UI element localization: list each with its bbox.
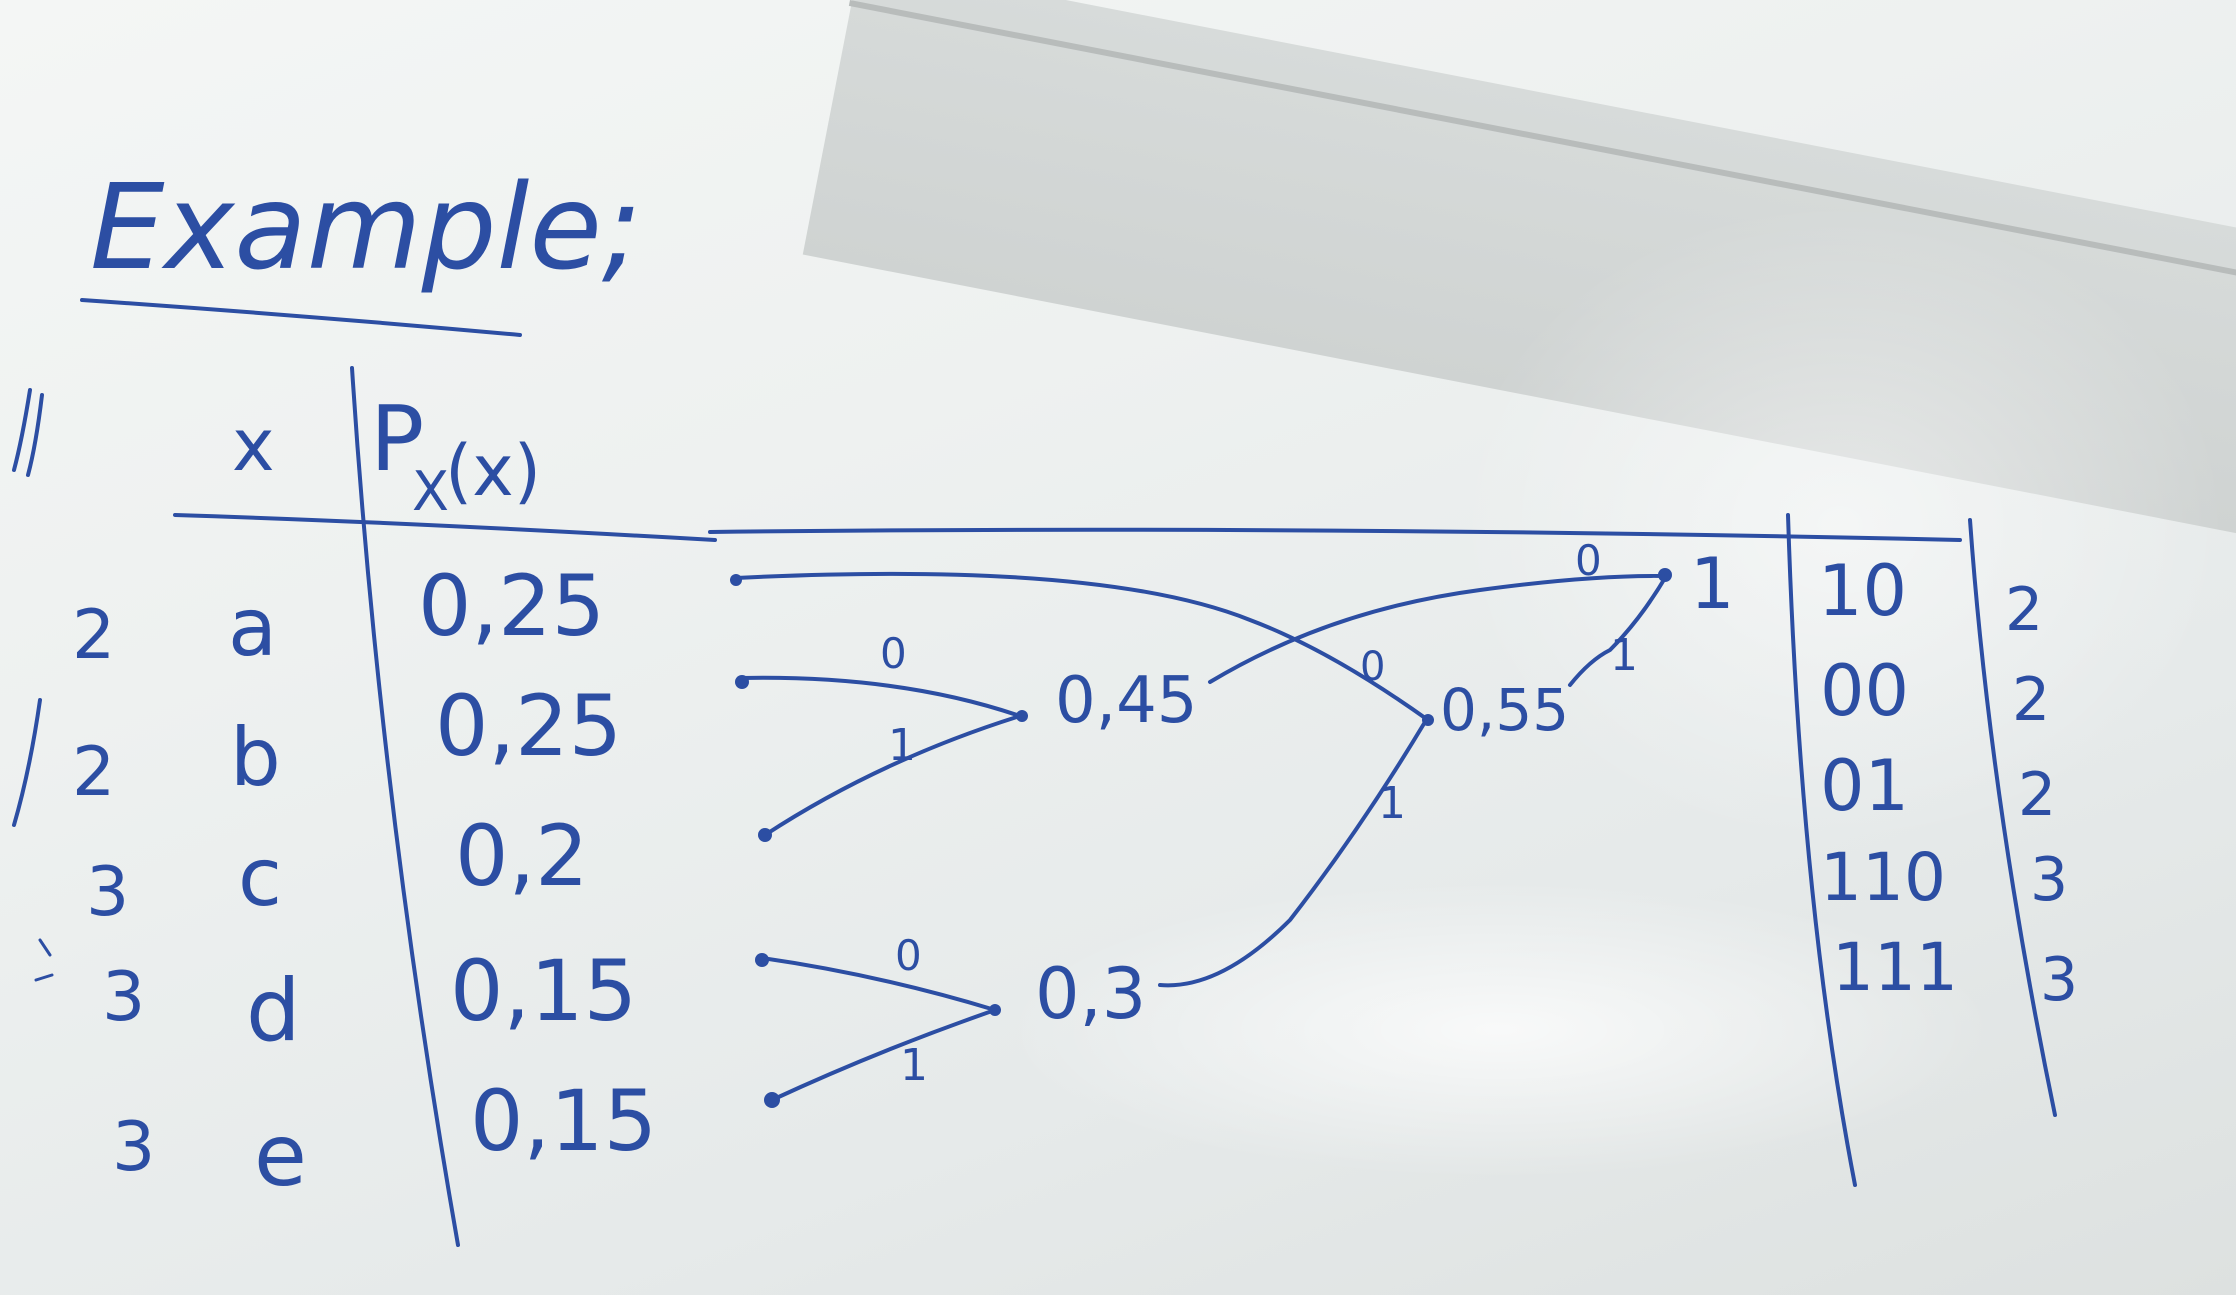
title-underline (80, 298, 522, 337)
tree-header-line (708, 527, 1962, 542)
row-prob: 0,2 (455, 807, 589, 905)
code-length: 2 (2005, 575, 2043, 645)
row-symbol: d (246, 961, 301, 1061)
row-len: 2 (72, 733, 115, 812)
light-glare (1450, 200, 2230, 850)
edge-e-03 (770, 1008, 997, 1102)
root-dot (1658, 568, 1672, 582)
header-p: P (370, 387, 424, 492)
header-p-subscript: X (412, 460, 449, 523)
header-p-argument: (x) (445, 430, 541, 512)
node-03-label: 0,3 (1035, 953, 1146, 1035)
row-len: 3 (102, 958, 145, 1037)
edge-label: 0 (1360, 644, 1385, 690)
row-prob: 0,15 (450, 942, 637, 1040)
edge-mark (12, 388, 32, 472)
node-055-label: 0,55 (1440, 676, 1569, 744)
node-045-label: 0,45 (1055, 664, 1198, 738)
edge-label: 1 (888, 720, 916, 771)
row-symbol: c (238, 831, 282, 924)
code-length: 2 (2012, 665, 2050, 735)
edge-045-root (1208, 573, 1665, 684)
edge-label: 1 (1378, 778, 1406, 829)
row-prob: 0,15 (470, 1072, 657, 1170)
code-length: 3 (2040, 945, 2078, 1015)
edge-label: 0 (895, 931, 922, 980)
row-prob: 0,25 (435, 677, 622, 775)
root-label: 1 (1690, 543, 1735, 625)
header-x: x (232, 403, 275, 487)
edge-a-055 (734, 571, 1430, 722)
edge-mark (12, 698, 42, 827)
row-symbol: a (228, 581, 277, 674)
edge-label: 1 (900, 1040, 928, 1091)
title: Example; (90, 158, 642, 296)
edge-d-03 (760, 956, 997, 1012)
code: 01 (1820, 745, 1909, 827)
code-length: 2 (2018, 760, 2056, 830)
edge-b-045 (740, 675, 1022, 718)
codelen-divider (1968, 518, 2057, 1117)
code: 00 (1820, 650, 1909, 732)
code: 111 (1832, 929, 1958, 1006)
edge-label: 0 (1575, 536, 1602, 585)
code: 110 (1820, 839, 1946, 916)
code-length: 3 (2030, 845, 2068, 915)
edge-mark (34, 938, 54, 982)
row-len: 3 (112, 1108, 155, 1187)
edge-c-045 (763, 714, 1022, 837)
row-prob: 0,25 (418, 557, 605, 655)
row-len: 2 (72, 596, 115, 675)
table-header-line (173, 513, 717, 542)
code: 10 (1818, 550, 1907, 632)
edge-03-055 (1158, 720, 1427, 988)
light-glare-bottom (1000, 880, 2000, 1180)
edge-label: 1 (1610, 630, 1638, 681)
table-divider (350, 366, 460, 1247)
edge-label: 0 (880, 629, 907, 678)
row-symbol: b (230, 711, 281, 804)
row-symbol: e (254, 1106, 307, 1206)
edge-mark (26, 393, 44, 477)
code-divider (1786, 513, 1857, 1187)
row-len: 3 (86, 853, 129, 932)
edge-055-root (1568, 576, 1667, 687)
